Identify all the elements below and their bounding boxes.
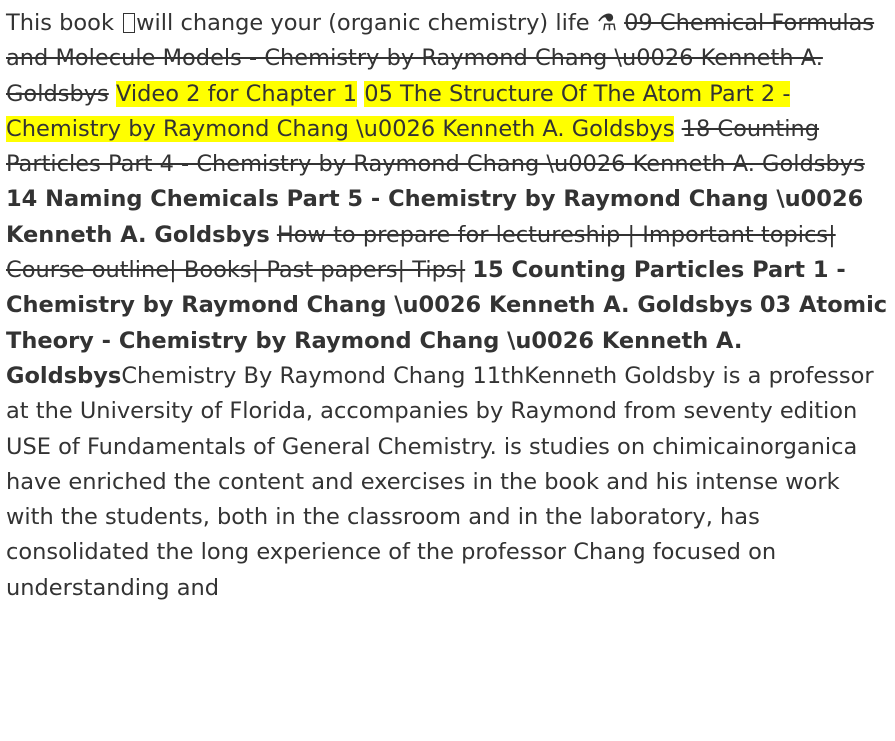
missing-glyph-icon: [123, 13, 136, 33]
intro-text: This book: [6, 10, 122, 36]
intro-text-continued: will change your (organic chemistry) lif…: [136, 10, 597, 36]
video-title-bold: 03 Atomic Theory - Chemistry by Raymond …: [6, 292, 888, 389]
video-title-bold: 14 Naming Chemicals Part 5 - Chemistry b…: [6, 186, 864, 248]
flask-icon: ⚗: [596, 10, 617, 36]
video-title-highlighted: 05 The Structure Of The Atom Part 2 - Ch…: [6, 80, 791, 142]
document-text: This book will change your (organic chem…: [6, 6, 889, 606]
video-title-strikethrough: How to prepare for lectureship | Importa…: [6, 221, 836, 284]
video-title-strikethrough: 09 Chemical Formulas and Molecule Models…: [6, 10, 875, 107]
video-title-bold: 15 Counting Particles Part 1 - Chemistry…: [6, 257, 846, 319]
video-title-strikethrough: 18 Counting Particles Part 4 - Chemistry…: [6, 115, 865, 178]
body-paragraph: Chemistry By Raymond Chang 11thKenneth G…: [6, 362, 874, 601]
video-title-highlighted: Video 2 for Chapter 1: [115, 80, 358, 107]
